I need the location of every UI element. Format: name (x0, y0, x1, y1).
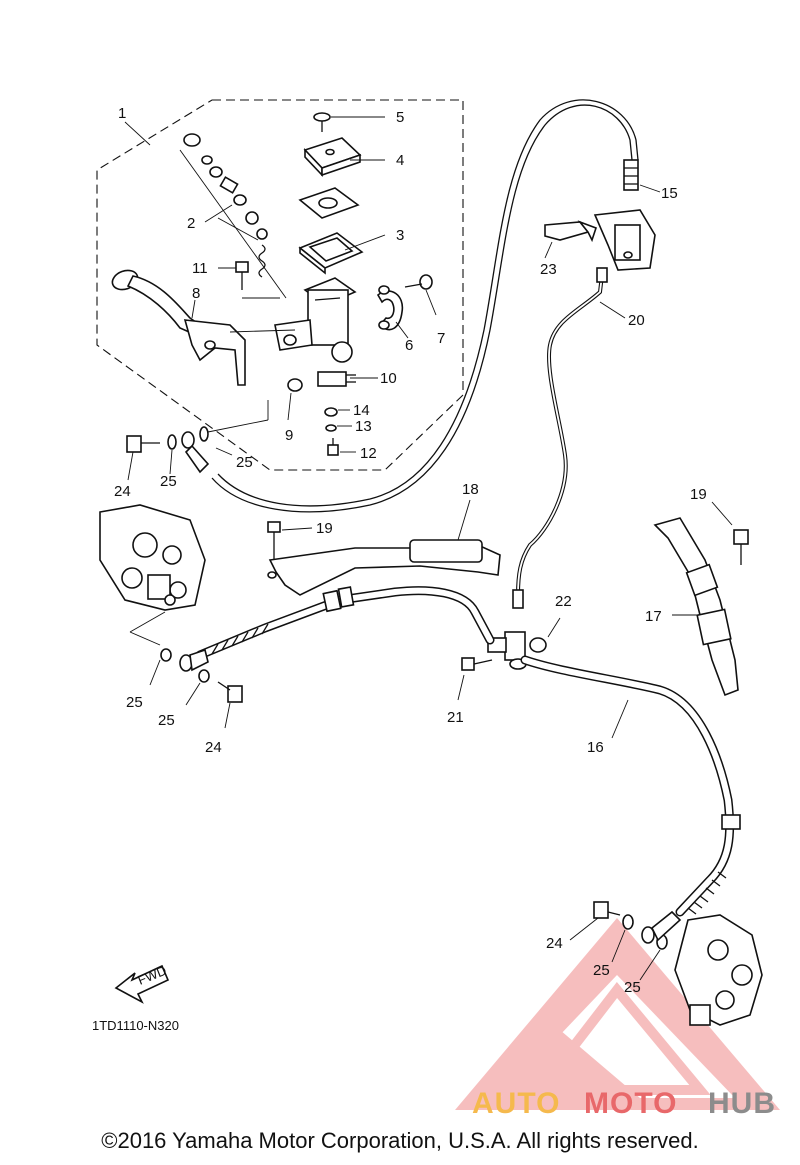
callout-24-left: 24 (205, 739, 222, 756)
callout-25-e: 25 (593, 962, 610, 979)
callout-20: 20 (628, 312, 645, 329)
joint-bolt (461, 657, 493, 671)
callout-14: 14 (353, 402, 370, 419)
master-cylinder-body (274, 277, 357, 363)
callout-25-a: 25 (160, 473, 177, 490)
reservoir-cap (303, 137, 362, 178)
cap-screw (313, 112, 331, 132)
right-washer-1 (622, 914, 634, 930)
lever-nut (287, 378, 303, 392)
guide-bolt-right (733, 529, 749, 565)
brake-light-switch (317, 371, 356, 387)
svg-text:MOTO: MOTO (584, 1087, 677, 1120)
callout-11: 11 (192, 260, 208, 277)
watermark-logo (455, 918, 780, 1110)
callout-19-left: 19 (316, 520, 333, 537)
callout-25-b: 25 (236, 454, 253, 471)
callout-2: 2 (187, 215, 195, 232)
callout-1: 1 (118, 105, 126, 122)
watermark-text: AUTO MOTO HUB (472, 1087, 776, 1120)
callout-16: 16 (587, 739, 604, 756)
left-banjo-fitting (179, 648, 209, 672)
upper-brake-hose (211, 104, 633, 513)
callout-6: 6 (405, 337, 413, 354)
left-washer-2 (198, 669, 210, 683)
diaphragm-plate (298, 187, 360, 219)
callout-7: 7 (437, 330, 445, 347)
callout-25-d: 25 (158, 712, 175, 729)
master-cylinder-assembly-outline (96, 99, 464, 471)
hose-guide (267, 539, 501, 596)
callout-10: 10 (380, 370, 397, 387)
callout-13: 13 (355, 418, 372, 435)
washer (324, 407, 338, 417)
copyright-notice: ©2016 Yamaha Motor Corporation, U.S.A. A… (101, 1128, 699, 1153)
left-hose-armor (211, 623, 269, 655)
callout-5: 5 (396, 109, 404, 126)
bracket-bolt (404, 274, 433, 290)
callout-8: 8 (192, 285, 200, 302)
brake-pipe (516, 273, 604, 597)
right-hose-guide (653, 517, 739, 697)
callout-labels: 1 2 3 4 5 6 7 8 9 10 11 12 13 14 15 16 1… (114, 105, 707, 996)
pivot-bolt (235, 261, 280, 299)
callout-24-upper: 24 (114, 483, 131, 500)
callout-25-c: 25 (126, 694, 143, 711)
left-caliper (99, 504, 206, 611)
joint-bracket (593, 209, 656, 271)
left-banjo-bolt (217, 681, 243, 703)
callout-17: 17 (645, 608, 662, 625)
upper-washer-2 (199, 426, 209, 442)
diaphragm (298, 232, 364, 275)
diagram-code: 1TD1110-N320 (92, 1018, 179, 1033)
callout-9: 9 (285, 427, 293, 444)
joint-nut (529, 637, 547, 653)
svg-text:AUTO: AUTO (472, 1087, 560, 1120)
guide-bolt-left (267, 521, 281, 560)
brake-lever (111, 269, 246, 386)
gasket (325, 424, 337, 432)
left-washer-1 (160, 648, 172, 662)
three-way-joint (487, 631, 527, 670)
callout-18: 18 (462, 481, 479, 498)
callout-4: 4 (396, 152, 404, 169)
callout-22: 22 (555, 593, 572, 610)
right-hose-armor (687, 871, 727, 915)
right-banjo-bolt (593, 901, 621, 919)
hose-joint-fitting (623, 159, 639, 191)
callout-12: 12 (360, 445, 377, 462)
upper-washer (167, 434, 177, 450)
right-banjo-fitting (641, 910, 682, 944)
upper-banjo-bolt (126, 435, 160, 453)
callout-24-right: 24 (546, 935, 563, 952)
svg-text:HUB: HUB (708, 1087, 776, 1120)
fwd-arrow-icon: FWD (114, 963, 170, 1004)
right-front-hose (520, 655, 735, 917)
callout-25-f: 25 (624, 979, 641, 996)
upper-banjo-fitting (181, 431, 210, 474)
callout-21: 21 (447, 709, 464, 726)
piston-kit (179, 133, 287, 299)
callout-23: 23 (540, 261, 557, 278)
callout-3: 3 (396, 227, 404, 244)
handlebar-bracket (376, 285, 404, 331)
hose-clip (544, 220, 598, 243)
callout-15: 15 (661, 185, 678, 202)
callout-19-right: 19 (690, 486, 707, 503)
right-caliper (674, 914, 763, 1026)
switch-screw (327, 438, 339, 456)
